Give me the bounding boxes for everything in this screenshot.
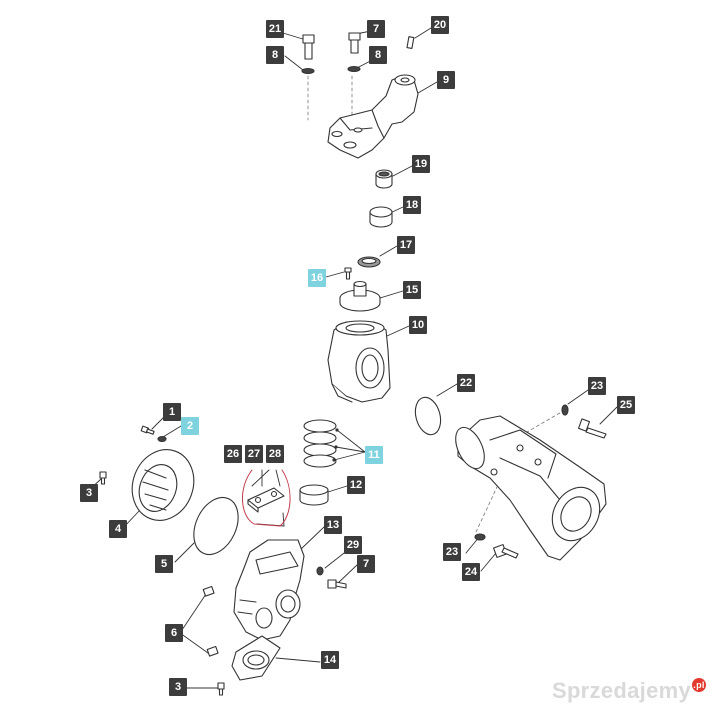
part-4-cover (131, 449, 195, 521)
part-3-screw-lower (217, 682, 225, 696)
callout-10: 10 (409, 316, 427, 334)
leader-arrowheads (332, 428, 339, 462)
part-3-screw-upper (99, 471, 107, 485)
assembly-axis-lines (307, 75, 566, 533)
callout-14: 14 (321, 651, 339, 669)
watermark: Sprzedajemy.pl (552, 678, 706, 704)
callout-3: 3 (80, 484, 98, 502)
callout-26: 26 (224, 445, 242, 463)
callout-18: 18 (403, 196, 421, 214)
callout-15: 15 (403, 281, 421, 299)
gear-housing-right (455, 415, 607, 561)
bracket-26-27-28 (241, 469, 291, 527)
callout-20: 20 (431, 16, 449, 34)
callout-16: 16 (308, 269, 326, 287)
callout-7: 7 (357, 555, 375, 573)
callout-7: 7 (367, 20, 385, 38)
part-29-washer (316, 566, 324, 576)
part-8-washer-right (347, 65, 361, 73)
callout-29: 29 (344, 536, 362, 554)
part-19-bushing (375, 169, 393, 189)
part-9-steering-arm (327, 74, 419, 159)
callout-4: 4 (109, 520, 127, 538)
callout-11: 11 (365, 446, 383, 464)
callout-23: 23 (588, 377, 606, 395)
callout-5: 5 (155, 555, 173, 573)
part-10-housing (327, 320, 391, 403)
callout-21: 21 (266, 20, 284, 38)
part-2-washer (157, 435, 167, 443)
part-22-oring (414, 396, 442, 436)
watermark-suffix: .pl (692, 678, 706, 692)
part-5-oring (193, 496, 239, 556)
callout-17: 17 (397, 236, 415, 254)
callout-9: 9 (437, 71, 455, 89)
callout-3: 3 (169, 678, 187, 696)
callout-25: 25 (617, 396, 635, 414)
part-23-washer-upper (561, 404, 569, 416)
callout-23: 23 (443, 543, 461, 561)
part-6-fitting-upper (202, 585, 215, 597)
callout-2: 2 (181, 417, 199, 435)
part-25-bolt (577, 418, 607, 439)
part-6-fitting-lower (206, 645, 219, 657)
part-18-sleeve (369, 206, 393, 228)
part-7-bolt-lower (327, 579, 347, 589)
callout-8: 8 (369, 46, 387, 64)
callout-13: 13 (324, 516, 342, 534)
part-8-washer-left (301, 67, 315, 75)
part-12-bushing (299, 484, 329, 506)
part-1-screw (140, 425, 155, 435)
part-21-bolt (302, 34, 315, 60)
callout-6: 6 (165, 624, 183, 642)
part-23-washer-lower (474, 533, 486, 541)
part-7-bolt-top (348, 32, 361, 54)
watermark-text: Sprzedajemy (551, 678, 691, 703)
part-13-lower-gearbox (233, 539, 305, 641)
callout-1: 1 (163, 403, 181, 421)
callout-19: 19 (412, 155, 430, 173)
callout-12: 12 (347, 476, 365, 494)
part-11-ring-stack (303, 419, 337, 468)
part-15-flange (339, 280, 381, 312)
callout-27: 27 (245, 445, 263, 463)
part-14-cover-plate (231, 635, 281, 681)
part-16-screw (344, 267, 352, 280)
callout-8: 8 (266, 46, 284, 64)
part-17-seal (357, 256, 381, 268)
part-24-bolt (493, 544, 519, 559)
part-20-pin (406, 36, 415, 49)
callout-24: 24 (462, 563, 480, 581)
callout-22: 22 (457, 374, 475, 392)
callout-28: 28 (266, 445, 284, 463)
